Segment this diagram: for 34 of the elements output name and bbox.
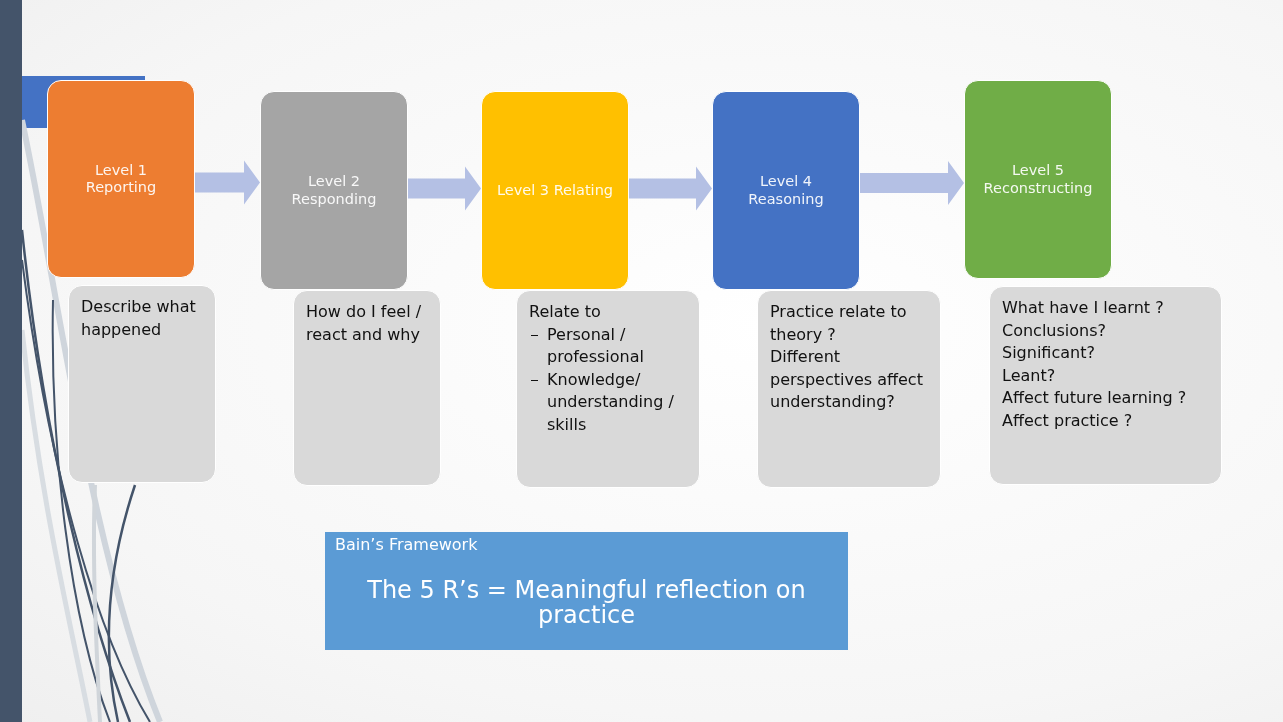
level-box xyxy=(712,91,860,290)
description-text: Affect future learning ? Affect practice ? xyxy=(1002,387,1188,432)
description-text: Conclusions? xyxy=(1002,319,1108,342)
level-title: Level 2 Responding xyxy=(290,173,378,208)
level-title: Level 1 Reporting xyxy=(84,161,158,197)
description-text: Different perspectives affect understanding? xyxy=(770,346,924,413)
description-text: Practice relate to theory ? xyxy=(770,301,908,346)
description-text: Relate to xyxy=(529,301,602,323)
list-item: Personal / professional xyxy=(529,323,687,369)
description-box xyxy=(989,286,1222,485)
description-text: How do I feel / react and why xyxy=(306,301,423,346)
block-arrow xyxy=(629,166,712,211)
description-box xyxy=(68,285,216,483)
level-box xyxy=(481,91,629,290)
level-title: Level 4 Reasoning xyxy=(747,173,825,208)
level-title: Level 3 Relating xyxy=(496,181,614,200)
description-text: Leant? xyxy=(1002,364,1057,387)
list-item: Knowledge/ understanding / skills xyxy=(529,368,687,436)
banner-heading: Bain’s Framework xyxy=(335,534,479,556)
block-arrow xyxy=(408,166,481,211)
level-box xyxy=(964,80,1112,279)
description-text: What have I learnt ? xyxy=(1002,297,1165,319)
description-box xyxy=(757,290,941,488)
level-title: Level 5 Reconstructing xyxy=(983,162,1093,197)
block-arrow xyxy=(860,161,964,205)
level-box xyxy=(260,91,408,290)
summary-banner xyxy=(325,532,848,650)
level-box xyxy=(47,80,195,278)
description-text: Significant? xyxy=(1002,342,1096,364)
description-box xyxy=(293,290,441,486)
description-box xyxy=(516,290,700,488)
block-arrow xyxy=(195,160,260,205)
banner-text: The 5 R’s = Meaningful reflection on practice xyxy=(366,578,807,628)
description-text: Describe what happened xyxy=(81,296,197,341)
